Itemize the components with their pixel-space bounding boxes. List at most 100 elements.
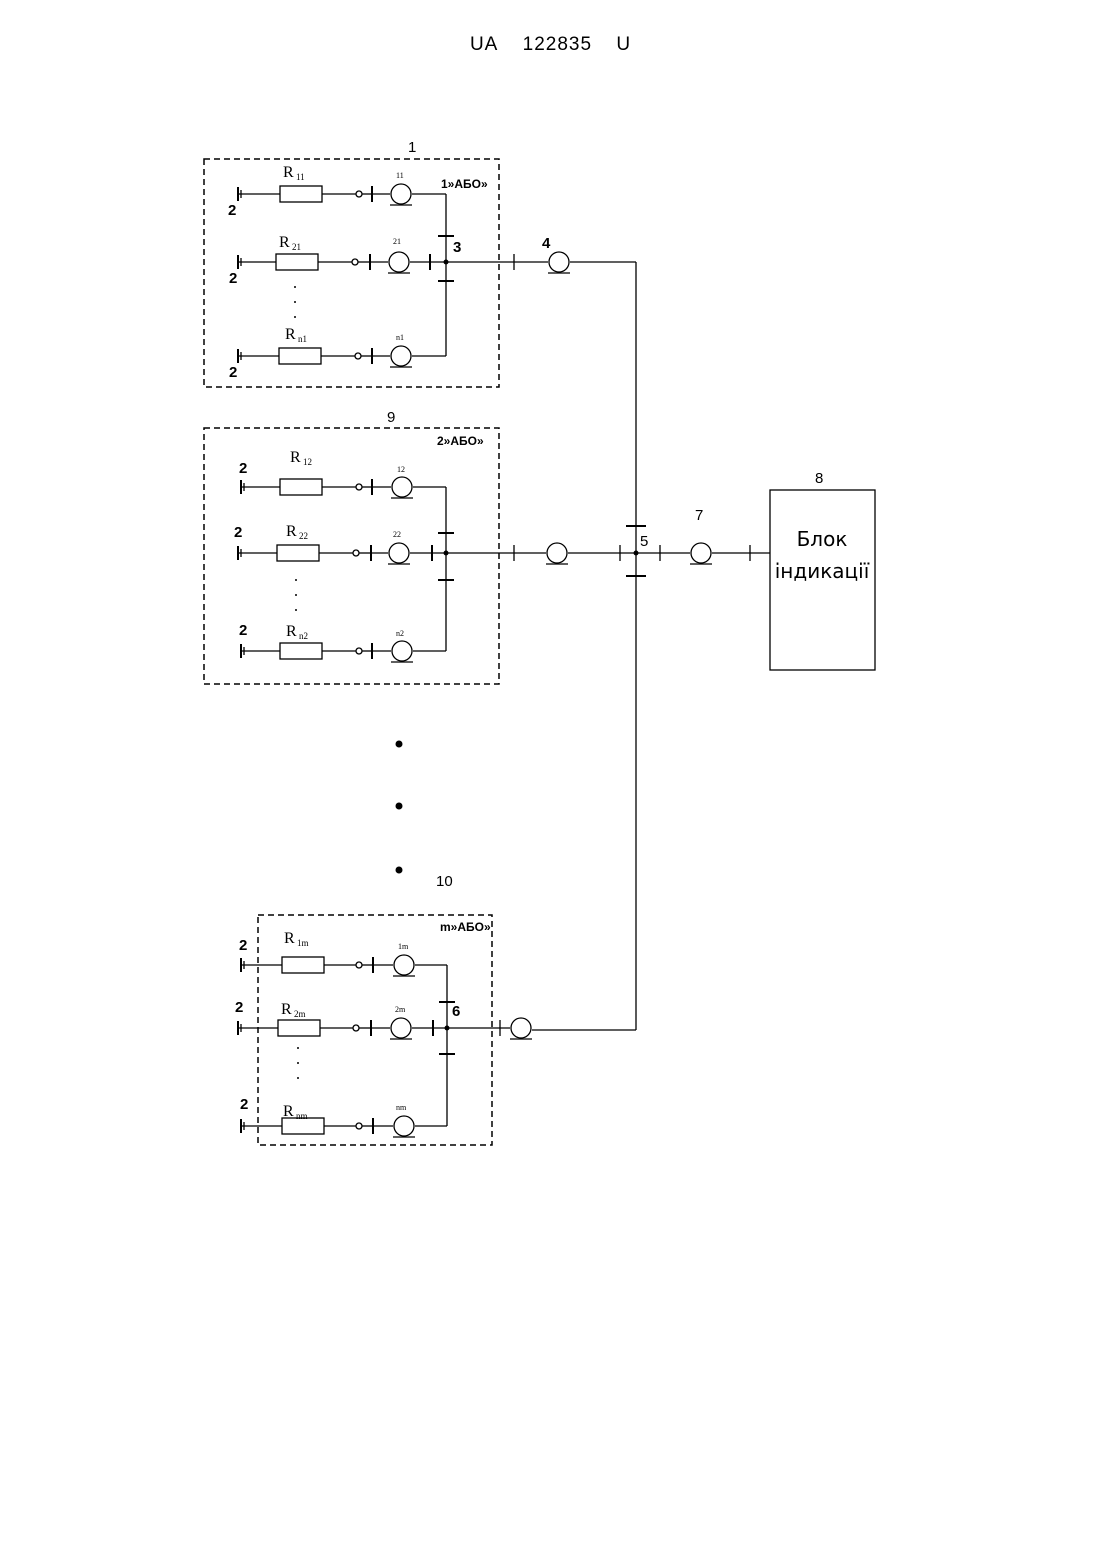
resistor-sub: 2m xyxy=(294,1009,306,1019)
or-block-1-title: 1»АБО» xyxy=(441,177,488,191)
resistor-sub: 21 xyxy=(292,242,301,252)
contact-node xyxy=(356,191,362,197)
ground-label: 2 xyxy=(239,622,247,639)
contact-node xyxy=(353,550,359,556)
label-10: 10 xyxy=(436,873,453,890)
label-9: 9 xyxy=(387,409,395,426)
resistor-label: R xyxy=(283,1103,294,1120)
group-m-output xyxy=(447,1018,636,1039)
resistor-label: R xyxy=(286,523,297,540)
sensor-label: 21 xyxy=(393,237,401,246)
resistor-r22 xyxy=(277,545,319,561)
resistor-label: R xyxy=(284,930,295,947)
branch-1m: R 1m 1m 2 xyxy=(239,930,447,976)
indicator-block: 8 Блок індикації xyxy=(770,470,875,670)
sensor-label: 22 xyxy=(393,530,401,539)
branch-n1: R n1 n1 2 xyxy=(229,326,446,381)
or-block-1-border xyxy=(204,159,499,387)
resistor-r12 xyxy=(280,479,322,495)
resistor-label: R xyxy=(281,1001,292,1018)
sensor-label: n1 xyxy=(396,333,404,342)
label-5: 5 xyxy=(640,533,648,550)
resistor-label: R xyxy=(290,449,301,466)
branch-nm: R nm nm 2 xyxy=(240,1096,447,1137)
sensor-12-icon xyxy=(391,477,413,498)
sensor-21-icon xyxy=(388,252,410,273)
contact-node xyxy=(356,962,362,968)
label-7: 7 xyxy=(695,507,703,524)
or-block-m-title: m»АБО» xyxy=(440,920,491,934)
contact-node xyxy=(353,1025,359,1031)
sensor-11-icon xyxy=(390,184,412,205)
branch-11: R 11 11 2 xyxy=(228,164,446,219)
sensor-2m-icon xyxy=(390,1018,412,1039)
resistor-r11 xyxy=(280,186,322,202)
resistor-sub: n1 xyxy=(298,334,307,344)
label-3: 3 xyxy=(453,239,461,256)
contact-node xyxy=(356,484,362,490)
group-1-output: 4 xyxy=(446,235,636,273)
resistor-rn2 xyxy=(280,643,322,659)
sensor-22-icon xyxy=(388,543,410,564)
sensor-n1-icon xyxy=(390,346,412,367)
sensor-icon xyxy=(510,1018,532,1039)
resistor-label: R xyxy=(279,234,290,251)
resistor-r21 xyxy=(276,254,318,270)
branch-2m: R 2m 2m 2 xyxy=(235,999,447,1039)
label-6: 6 xyxy=(452,1003,460,1020)
resistor-label: R xyxy=(286,623,297,640)
label-8: 8 xyxy=(815,470,823,487)
sensor-1m-icon xyxy=(393,955,415,976)
branch-12: R 12 12 2 xyxy=(239,449,446,498)
sensor-icon xyxy=(546,543,568,564)
resistor-sub: nm xyxy=(296,1111,308,1121)
ground-label: 2 xyxy=(239,937,247,954)
branch-21: R 21 21 2 xyxy=(229,234,446,287)
resistor-sub: 22 xyxy=(299,531,308,541)
ground-label: 2 xyxy=(239,460,247,477)
sensor-n2-icon xyxy=(391,641,413,662)
label-4: 4 xyxy=(542,235,551,252)
sensor-label: 1m xyxy=(398,942,409,951)
main-bus: 5 xyxy=(626,262,648,1030)
ground-label: 2 xyxy=(228,202,236,219)
contact-node xyxy=(356,1123,362,1129)
group-2-output xyxy=(446,543,636,564)
or-block-m: 10 m»АБО» R 1m 1m 2 xyxy=(235,873,492,1145)
contact-node xyxy=(356,648,362,654)
resistor-r2m xyxy=(278,1020,320,1036)
label-1: 1 xyxy=(408,139,416,156)
sensor-label: 12 xyxy=(397,465,405,474)
resistor-r1m xyxy=(282,957,324,973)
ground-label: 2 xyxy=(240,1096,248,1113)
ground-label: 2 xyxy=(235,999,243,1016)
or-block-2: 9 2»АБО» R 12 12 2 xyxy=(204,409,499,684)
resistor-rn1 xyxy=(279,348,321,364)
sensor-7-icon xyxy=(690,543,712,564)
ground-label: 2 xyxy=(229,270,237,287)
sensor-label: nm xyxy=(396,1103,407,1112)
sensor-label: 11 xyxy=(396,171,404,180)
indicator-line-2: індикації xyxy=(775,559,870,583)
ground-label: 2 xyxy=(234,524,242,541)
group-ellipsis xyxy=(396,741,403,874)
branch-n2: R n2 n2 2 xyxy=(239,622,446,662)
contact-node xyxy=(352,259,358,265)
or-block-1: 1 1»АБО» R 11 11 2 xyxy=(204,139,499,387)
indicator-line-1: Блок xyxy=(797,527,848,551)
sensor-nm-icon xyxy=(393,1116,415,1137)
resistor-sub: n2 xyxy=(299,631,308,641)
or-block-2-title: 2»АБО» xyxy=(437,434,484,448)
ground-label: 2 xyxy=(229,364,237,381)
sensor-label: 2m xyxy=(395,1005,406,1014)
sensor-label: n2 xyxy=(396,629,404,638)
indicator-link: 7 xyxy=(636,507,770,564)
resistor-label: R xyxy=(283,164,294,181)
contact-node xyxy=(355,353,361,359)
resistor-sub: 1m xyxy=(297,938,309,948)
resistor-label: R xyxy=(285,326,296,343)
resistor-sub: 12 xyxy=(303,457,312,467)
branch-22: R 22 22 2 xyxy=(234,523,446,564)
resistor-sub: 11 xyxy=(296,172,305,182)
